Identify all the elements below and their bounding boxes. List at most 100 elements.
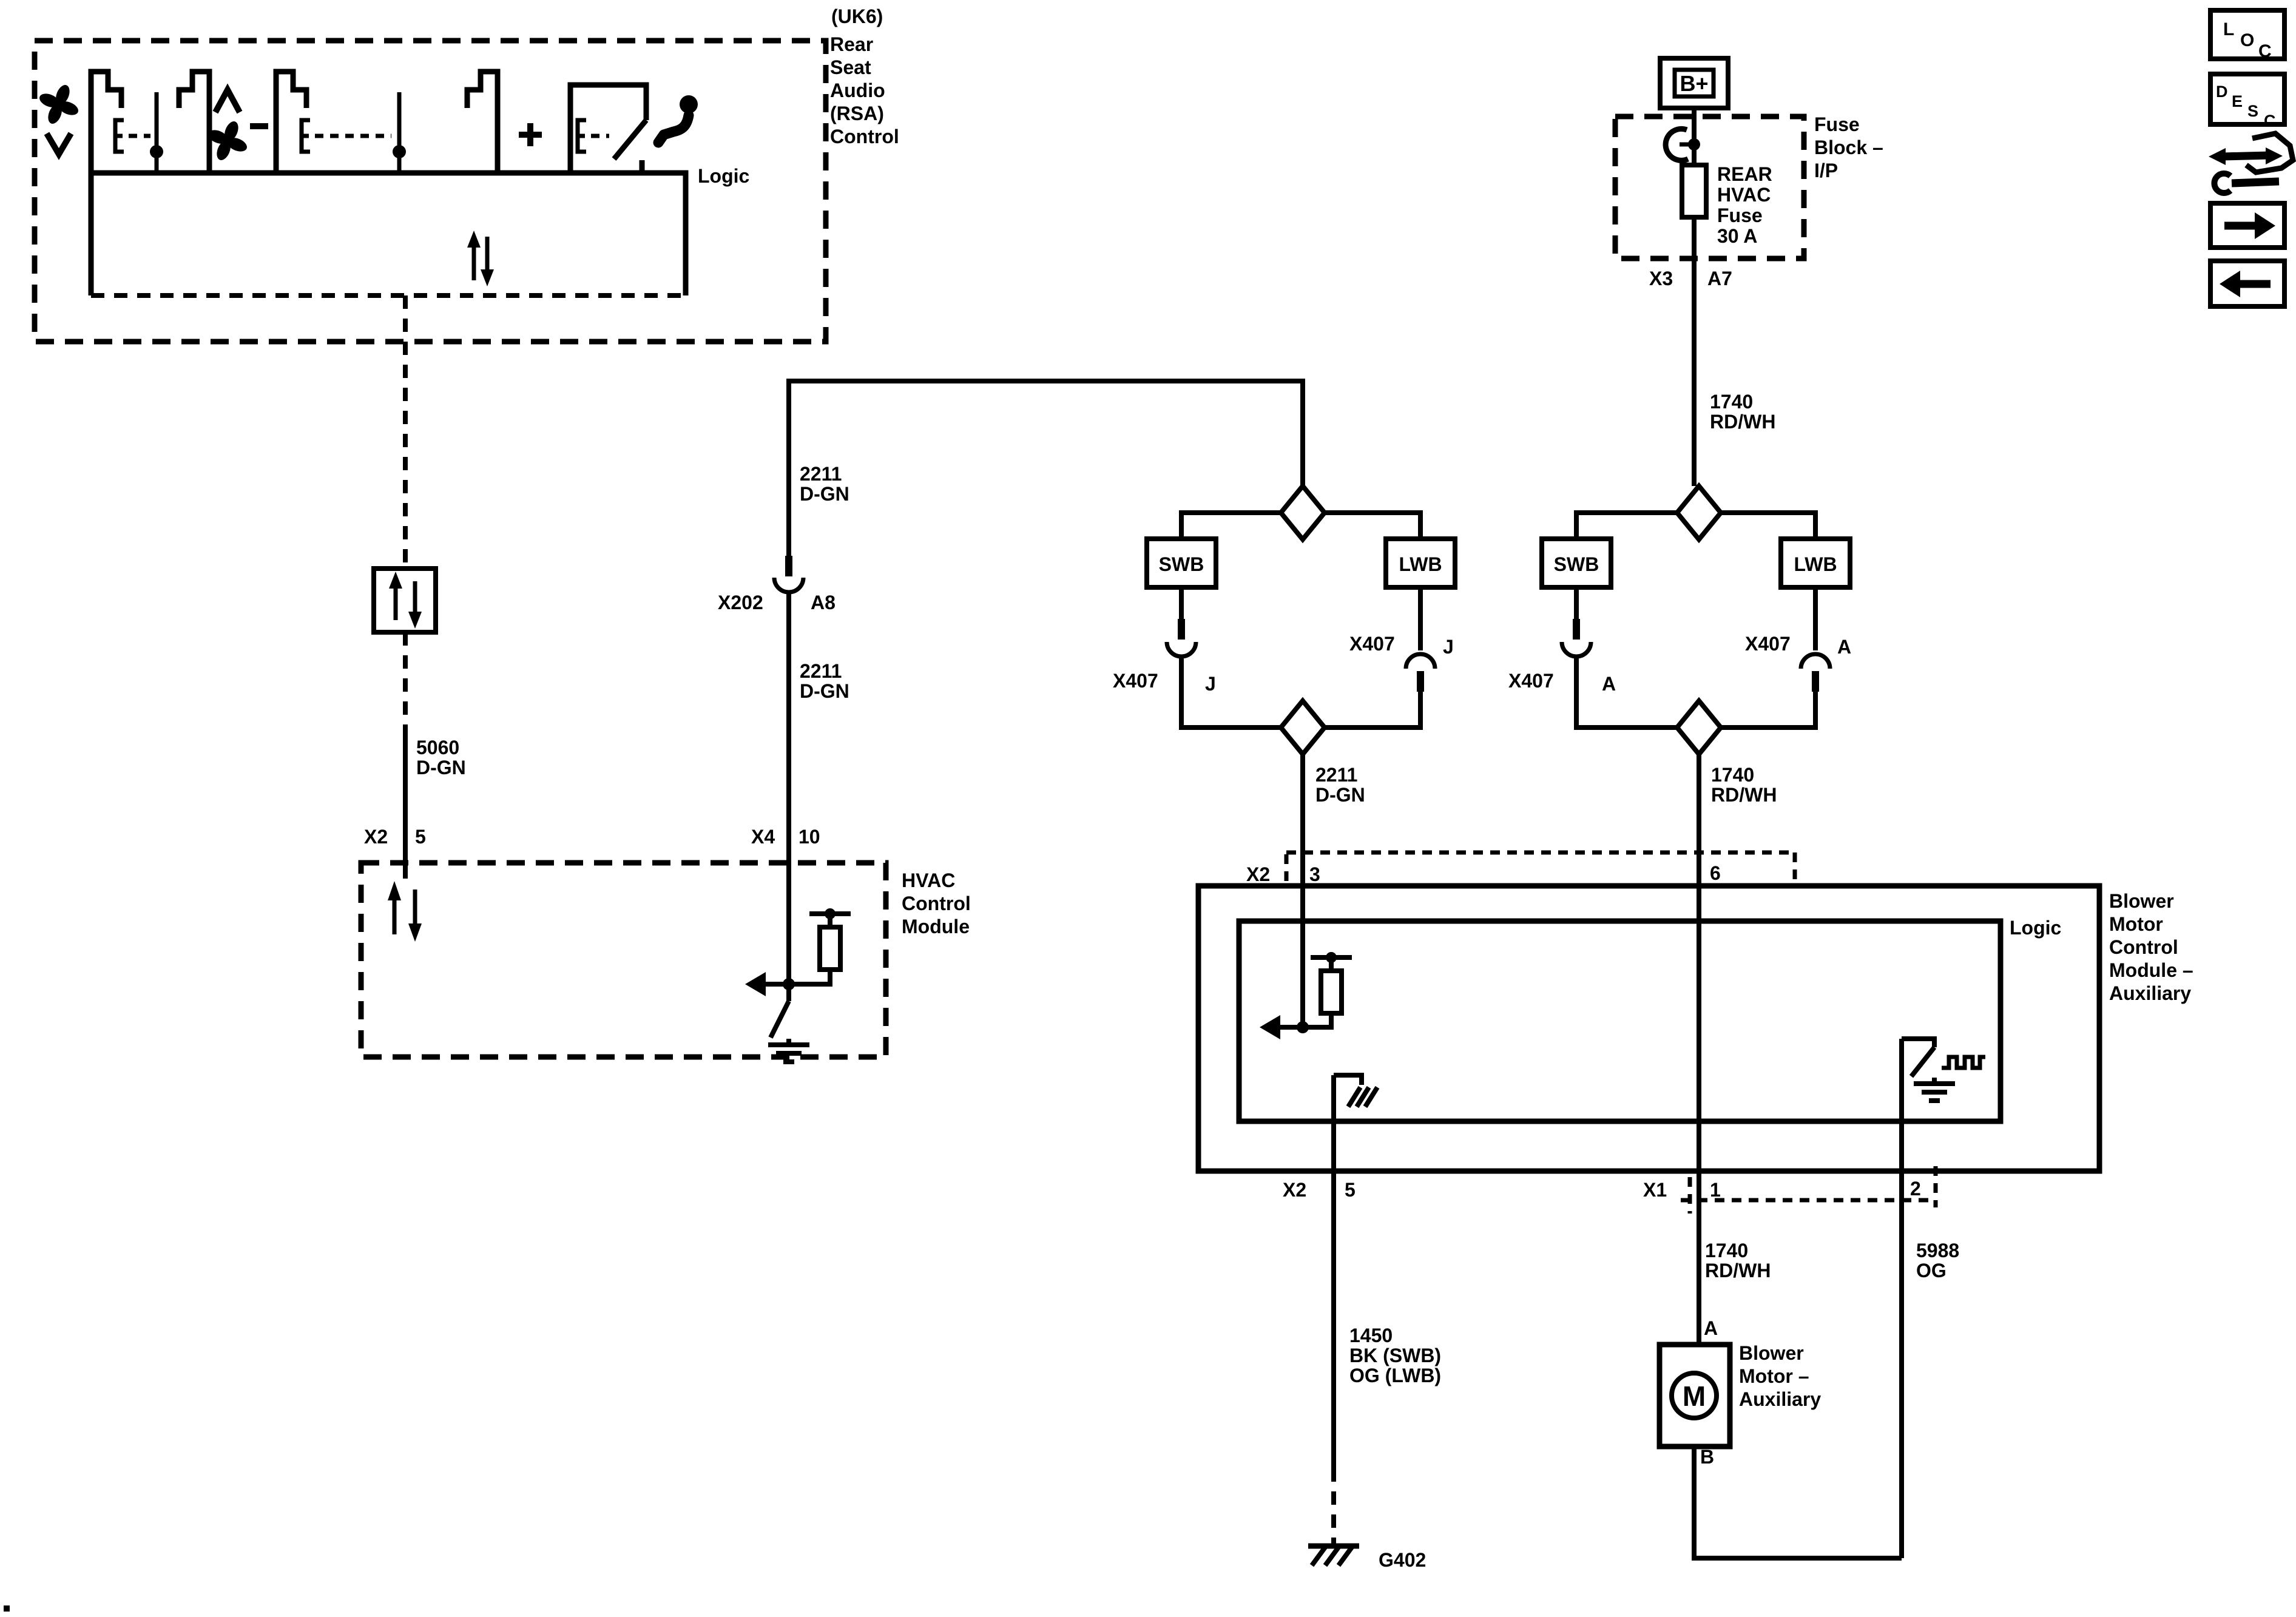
loc-button[interactable]: L O C — [2208, 8, 2287, 61]
connector-label: X407 — [1349, 633, 1395, 655]
splice-diamond-icon — [1277, 697, 1328, 758]
fuse-block-title-line: Fuse — [1814, 113, 1860, 135]
pin-label: A7 — [1707, 268, 1732, 289]
switch-blade-icon — [768, 1000, 791, 1039]
hvac-title-line: Control — [902, 893, 971, 914]
arrow-right-icon — [2224, 212, 2275, 239]
next-page-button[interactable] — [2208, 201, 2287, 250]
rsa-title-line: (RSA) — [830, 103, 884, 124]
swb-variant-box — [1144, 536, 1218, 590]
fuse-name-line: REAR — [1717, 163, 1772, 185]
connector-terminal-icon — [1798, 652, 1832, 669]
repair-info-button[interactable] — [2209, 130, 2296, 196]
wire-color-label: D-GN — [416, 757, 466, 778]
connector-terminal-icon — [1164, 641, 1198, 659]
connector-label: X4 — [751, 826, 775, 848]
hvac-control-module-box — [358, 860, 889, 1060]
wire-color-label: D-GN — [800, 680, 849, 702]
pin-label: 10 — [799, 826, 820, 848]
rsa-title-line: Seat — [830, 56, 871, 78]
fuse-icon — [1680, 163, 1709, 220]
swb-variant-box — [1539, 536, 1613, 590]
connector-label: X407 — [1508, 670, 1554, 692]
signal-arrow-icon — [1260, 1015, 1280, 1039]
hvac-title-line: Module — [902, 916, 970, 937]
desc-button[interactable]: D E S C — [2208, 72, 2287, 130]
plus-icon — [519, 123, 542, 146]
motor-icon — [1669, 1371, 1719, 1420]
hand-icon — [2244, 130, 2296, 175]
pin-label: 5 — [415, 826, 426, 848]
module-bottom-pins — [1681, 1166, 1938, 1214]
swb-label: SWB — [1159, 553, 1204, 575]
ground-icon — [1914, 1078, 1955, 1101]
splice-diamond-icon — [1673, 697, 1724, 758]
wire-color-label: BK (SWB) — [1349, 1345, 1441, 1366]
pin-label: 2 — [1910, 1178, 1921, 1200]
signal-arrow-icon — [745, 972, 766, 996]
wrench-icon — [2211, 170, 2280, 196]
pin-label: B — [1700, 1446, 1714, 1468]
connector-terminal-icon — [1403, 652, 1437, 669]
b-plus-label: B+ — [1680, 71, 1708, 96]
wire-circuit-label: 2211 — [800, 463, 842, 485]
wire-circuit-label: 1740 — [1705, 1240, 1748, 1261]
seat-icon — [653, 95, 698, 148]
module-title-line: Control — [2109, 936, 2178, 958]
pin-label: A — [1602, 673, 1616, 695]
splice-diamond-icon — [1277, 482, 1328, 544]
desc-letter: S — [2247, 102, 2258, 120]
motor-title-line: Motor – — [1739, 1365, 1809, 1387]
switch-contact-link-icon — [115, 92, 163, 173]
wire-circuit-label: 1450 — [1349, 1325, 1393, 1346]
rsa-title-line: Control — [830, 126, 899, 147]
serial-data-connector-icon — [371, 566, 438, 635]
wire-1450-ground — [1308, 1468, 1359, 1567]
chevron-down-icon — [44, 132, 74, 160]
wire-circuit-label: 2211 — [800, 660, 842, 682]
hvac-signal-circuit — [745, 908, 851, 1062]
motor-m-label: M — [1683, 1380, 1706, 1412]
splice-diamond-icon — [1673, 482, 1724, 544]
wire-circuit-label: 5988 — [1916, 1240, 1959, 1261]
module-output-switch — [1899, 1036, 1985, 1558]
lwb-label: LWB — [1399, 553, 1442, 575]
swb-label: SWB — [1554, 553, 1599, 575]
connector-terminal-icon — [772, 577, 806, 595]
connector-terminal-icon — [1559, 641, 1593, 659]
pin-label: J — [1443, 636, 1454, 658]
module-logic-box — [1236, 918, 2004, 1124]
connector-label: X202 — [718, 592, 763, 613]
switch-blade-icon — [1909, 1045, 1937, 1078]
previous-page-button[interactable] — [2208, 258, 2287, 309]
switch-icon — [467, 72, 498, 173]
rsa-title-line: Audio — [830, 79, 885, 101]
pwm-signal-icon — [1942, 1055, 1985, 1070]
module-chassis-ground — [1331, 1073, 1380, 1468]
rsa-logic-label: Logic — [698, 165, 749, 187]
resistor-icon — [1319, 968, 1344, 1016]
wire-circuit-label: 5060 — [416, 737, 459, 758]
module-title-line: Module – — [2109, 959, 2193, 981]
connector-label: X2 — [364, 826, 388, 848]
wire-circuit-label: 1740 — [1711, 764, 1754, 786]
wire-color-label: OG — [1916, 1260, 1947, 1281]
pin-label: A8 — [811, 592, 836, 613]
module-title-line: Blower — [2109, 890, 2174, 912]
fuse-name-line: HVAC — [1717, 184, 1771, 206]
connector-label: X2 — [1283, 1179, 1306, 1201]
blower-motor-auxiliary — [1656, 1342, 1902, 1561]
wire-color-label: RD/WH — [1705, 1260, 1771, 1281]
desc-letter: E — [2232, 92, 2243, 110]
pin-label: 1 — [1710, 1179, 1721, 1201]
lwb-label: LWB — [1794, 553, 1837, 575]
pin-label: 3 — [1309, 863, 1320, 885]
wire-circuit-label: 1740 — [1710, 391, 1753, 413]
loc-letter: O — [2240, 30, 2254, 50]
fuse-name-line: 30 A — [1717, 225, 1757, 247]
hvac-title-line: HVAC — [902, 869, 955, 891]
pin-label: A — [1704, 1317, 1718, 1339]
serial-data-arrows-icon — [388, 881, 422, 942]
connector-terminal-icon — [1663, 126, 1689, 163]
